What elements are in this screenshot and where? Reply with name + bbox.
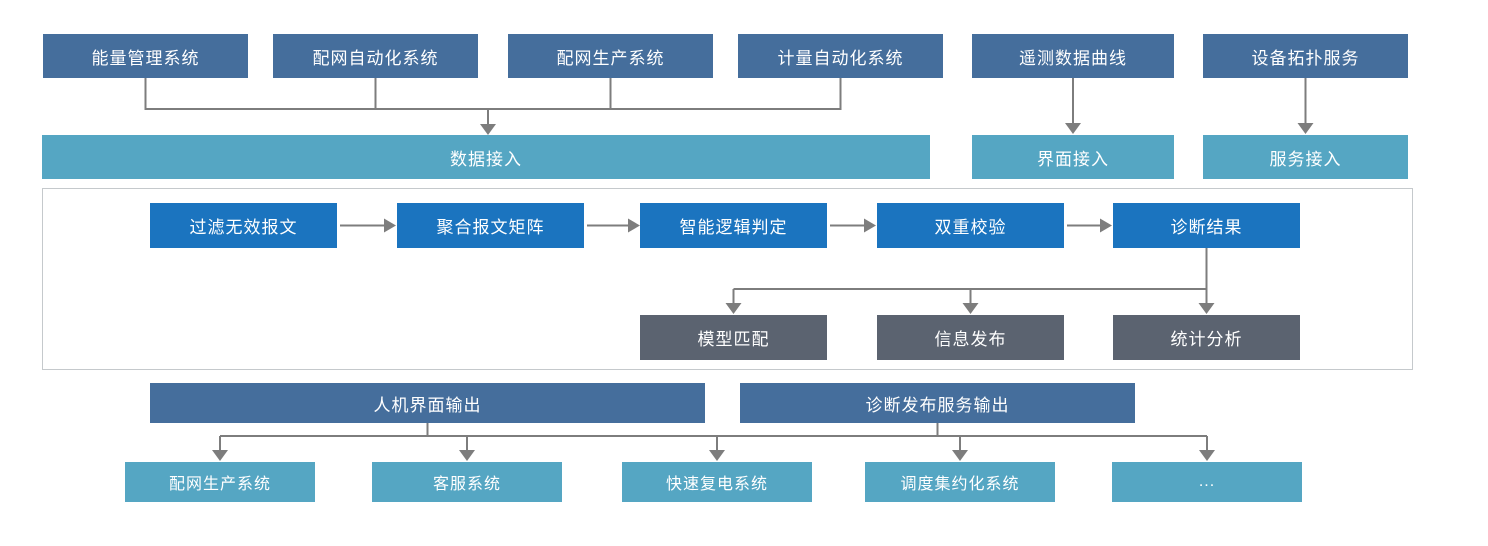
- node-device-topology-service: 设备拓扑服务: [1203, 34, 1408, 78]
- node-info-publishing: 信息发布: [877, 315, 1064, 360]
- node-target-dispatch-centralization: 调度集约化系统: [865, 462, 1055, 502]
- node-double-verification: 双重校验: [877, 203, 1064, 248]
- node-distribution-production-system: 配网生产系统: [508, 34, 713, 78]
- node-target-rapid-power-restoration: 快速复电系统: [622, 462, 812, 502]
- node-filter-invalid-messages: 过滤无效报文: [150, 203, 337, 248]
- bar-diagnosis-publish-output: 诊断发布服务输出: [740, 383, 1135, 423]
- node-ui-access: 界面接入: [972, 135, 1174, 179]
- node-data-access: 数据接入: [42, 135, 930, 179]
- bar-hmi-output: 人机界面输出: [150, 383, 705, 423]
- output-bus-arrowheads: [212, 450, 1215, 461]
- node-diagnosis-result: 诊断结果: [1113, 203, 1300, 248]
- process-container-frame: [42, 188, 1413, 370]
- output-bus-lines: [219, 423, 1208, 450]
- node-target-ellipsis: ...: [1112, 462, 1302, 502]
- node-energy-management-system: 能量管理系统: [43, 34, 248, 78]
- node-distribution-automation-system: 配网自动化系统: [273, 34, 478, 78]
- node-service-access: 服务接入: [1203, 135, 1408, 179]
- node-target-customer-service: 客服系统: [372, 462, 562, 502]
- node-model-matching: 模型匹配: [640, 315, 827, 360]
- node-statistics-analysis: 统计分析: [1113, 315, 1300, 360]
- node-target-distribution-production: 配网生产系统: [125, 462, 315, 502]
- node-telemetry-data-curve: 遥测数据曲线: [972, 34, 1174, 78]
- ui-service-access-lines: [1072, 78, 1307, 123]
- data-access-bus-lines: [144, 78, 842, 124]
- ui-access-arrowhead: [1065, 123, 1081, 134]
- data-access-arrowhead: [480, 124, 496, 135]
- node-metering-automation-system: 计量自动化系统: [738, 34, 943, 78]
- node-intelligent-logic-judgment: 智能逻辑判定: [640, 203, 827, 248]
- service-access-arrowhead: [1297, 123, 1314, 134]
- node-aggregate-message-matrix: 聚合报文矩阵: [397, 203, 584, 248]
